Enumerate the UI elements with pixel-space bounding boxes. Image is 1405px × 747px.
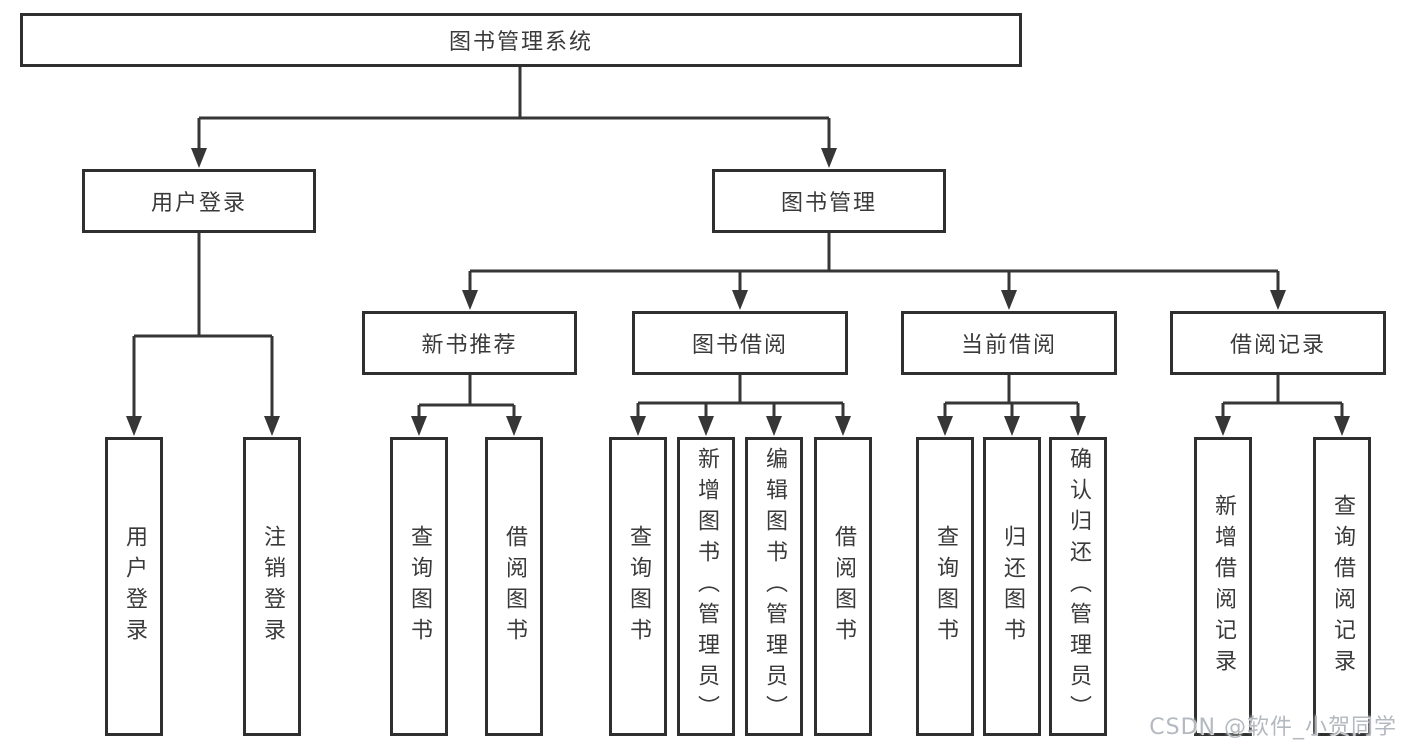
leaf-query-books-2: 查询图书 (609, 437, 667, 736)
node-label: 新增图书（管理员） (694, 447, 719, 726)
leaf-add-borrow-record: 新增借阅记录 (1194, 437, 1252, 736)
node-new-book-recommendation: 新书推荐 (362, 311, 577, 375)
node-book-borrowing: 图书借阅 (632, 311, 848, 375)
node-book-management: 图书管理 (712, 169, 946, 233)
connector-borrowing-records (1215, 375, 1350, 436)
leaf-query-borrow-record: 查询借阅记录 (1313, 437, 1371, 736)
node-label: 用户登录 (150, 191, 247, 216)
node-label: 用户登录 (122, 524, 147, 649)
leaf-return-books: 归还图书 (983, 437, 1041, 736)
leaf-edit-books-admin: 编辑图书（管理员） (745, 437, 803, 736)
node-label: 新增借阅记录 (1211, 493, 1236, 680)
node-library-management-system: 图书管理系统 (20, 13, 1022, 67)
leaf-user-login: 用户登录 (105, 437, 163, 736)
connector-new-book-recommendation (411, 375, 522, 436)
connector-user-login (126, 233, 280, 436)
node-label: 查询借阅记录 (1330, 493, 1355, 680)
node-label: 借阅记录 (1229, 333, 1326, 358)
node-label: 查询图书 (626, 524, 651, 649)
connector-book-borrowing (630, 375, 851, 436)
node-label: 新书推荐 (421, 333, 518, 358)
leaf-add-books-admin: 新增图书（管理员） (677, 437, 735, 736)
leaf-query-books-3: 查询图书 (916, 437, 974, 736)
node-borrowing-records: 借阅记录 (1170, 311, 1386, 375)
node-label: 当前借阅 (960, 333, 1057, 358)
node-user-login: 用户登录 (82, 169, 316, 233)
node-label: 借阅图书 (502, 524, 527, 649)
node-label: 借阅图书 (831, 524, 856, 649)
csdn-watermark: CSDN @软件_小贺同学 (1149, 715, 1397, 740)
node-label: 查询图书 (407, 524, 432, 649)
connector-root (191, 67, 837, 168)
node-label: 图书管理系统 (448, 30, 593, 55)
connector-current-borrowing (937, 375, 1086, 436)
leaf-query-books-1: 查询图书 (390, 437, 448, 736)
leaf-borrow-books-1: 借阅图书 (485, 437, 543, 736)
node-label: 确认归还（管理员） (1066, 447, 1091, 726)
leaf-logout: 注销登录 (243, 437, 301, 736)
node-label: 查询图书 (933, 524, 958, 649)
node-label: 图书借阅 (691, 333, 788, 358)
leaf-borrow-books-2: 借阅图书 (814, 437, 872, 736)
node-label: 归还图书 (1000, 524, 1025, 649)
connector-book-management (462, 233, 1286, 310)
node-label: 编辑图书（管理员） (762, 447, 787, 726)
leaf-confirm-return-admin: 确认归还（管理员） (1049, 437, 1107, 736)
node-label: 图书管理 (780, 191, 877, 216)
node-current-borrowing: 当前借阅 (901, 311, 1117, 375)
node-label: 注销登录 (260, 524, 285, 649)
